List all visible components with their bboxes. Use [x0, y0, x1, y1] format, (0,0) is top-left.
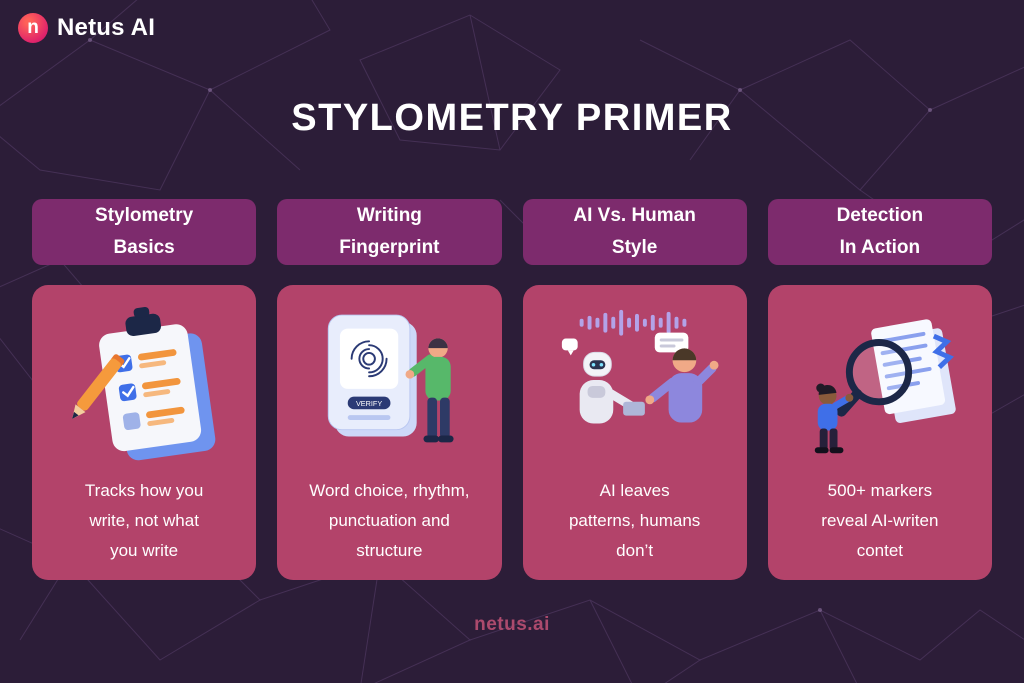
header-line: Stylometry [95, 205, 194, 227]
card-ai-vs-human: AI leaves patterns, humans don’t [522, 285, 747, 580]
header-line: Style [611, 237, 658, 258]
column-detection-in-action: Detection In Action [767, 199, 992, 580]
header-line: Detection [836, 205, 924, 227]
header-line: Basics [113, 237, 175, 258]
brand-name: Netus AI [57, 14, 156, 41]
header-line: Writing [356, 205, 422, 227]
header-stylometry-basics: Stylometry Basics [32, 199, 257, 265]
column-stylometry-basics: Stylometry Basics [32, 199, 257, 580]
card-caption: AI leaves patterns, humans don’t [568, 481, 701, 561]
robot-human-illustration [531, 299, 739, 470]
footer-domain: netus.ai [474, 614, 550, 635]
page-title: STYLOMETRY PRIMER [291, 97, 733, 139]
column-ai-vs-human: AI Vs. Human Style [522, 199, 747, 580]
netus-logo-icon: n [18, 13, 48, 43]
card-caption: Tracks how you write, not what you write [84, 481, 204, 561]
clipboard-checklist-illustration [40, 299, 248, 470]
header-ai-vs-human: AI Vs. Human Style [522, 199, 747, 265]
header-line: AI Vs. Human [573, 205, 696, 227]
header-writing-fingerprint: Writing Fingerprint [277, 199, 502, 265]
column-writing-fingerprint: Writing Fingerprint [277, 199, 502, 580]
svg-text:VERIFY: VERIFY [356, 399, 382, 408]
fingerprint-scan-illustration: VERIFY [285, 299, 493, 470]
header-line: Fingerprint [339, 237, 440, 258]
card-stylometry-basics: Tracks how you write, not what you write [32, 285, 257, 580]
brand-logo: n Netus AI [18, 13, 155, 43]
columns-grid: Stylometry Basics [32, 199, 992, 580]
header-line: In Action [839, 237, 921, 258]
card-writing-fingerprint: VERIFY Word choice, rhythm, [277, 285, 502, 580]
magnifier-document-illustration [776, 299, 984, 470]
header-detection-in-action: Detection In Action [767, 199, 992, 265]
card-caption: Word choice, rhythm, punctuation and str… [309, 481, 470, 561]
card-detection-in-action: 500+ markers reveal AI-writen contet [767, 285, 992, 580]
card-caption: 500+ markers reveal AI-writen contet [821, 481, 939, 561]
